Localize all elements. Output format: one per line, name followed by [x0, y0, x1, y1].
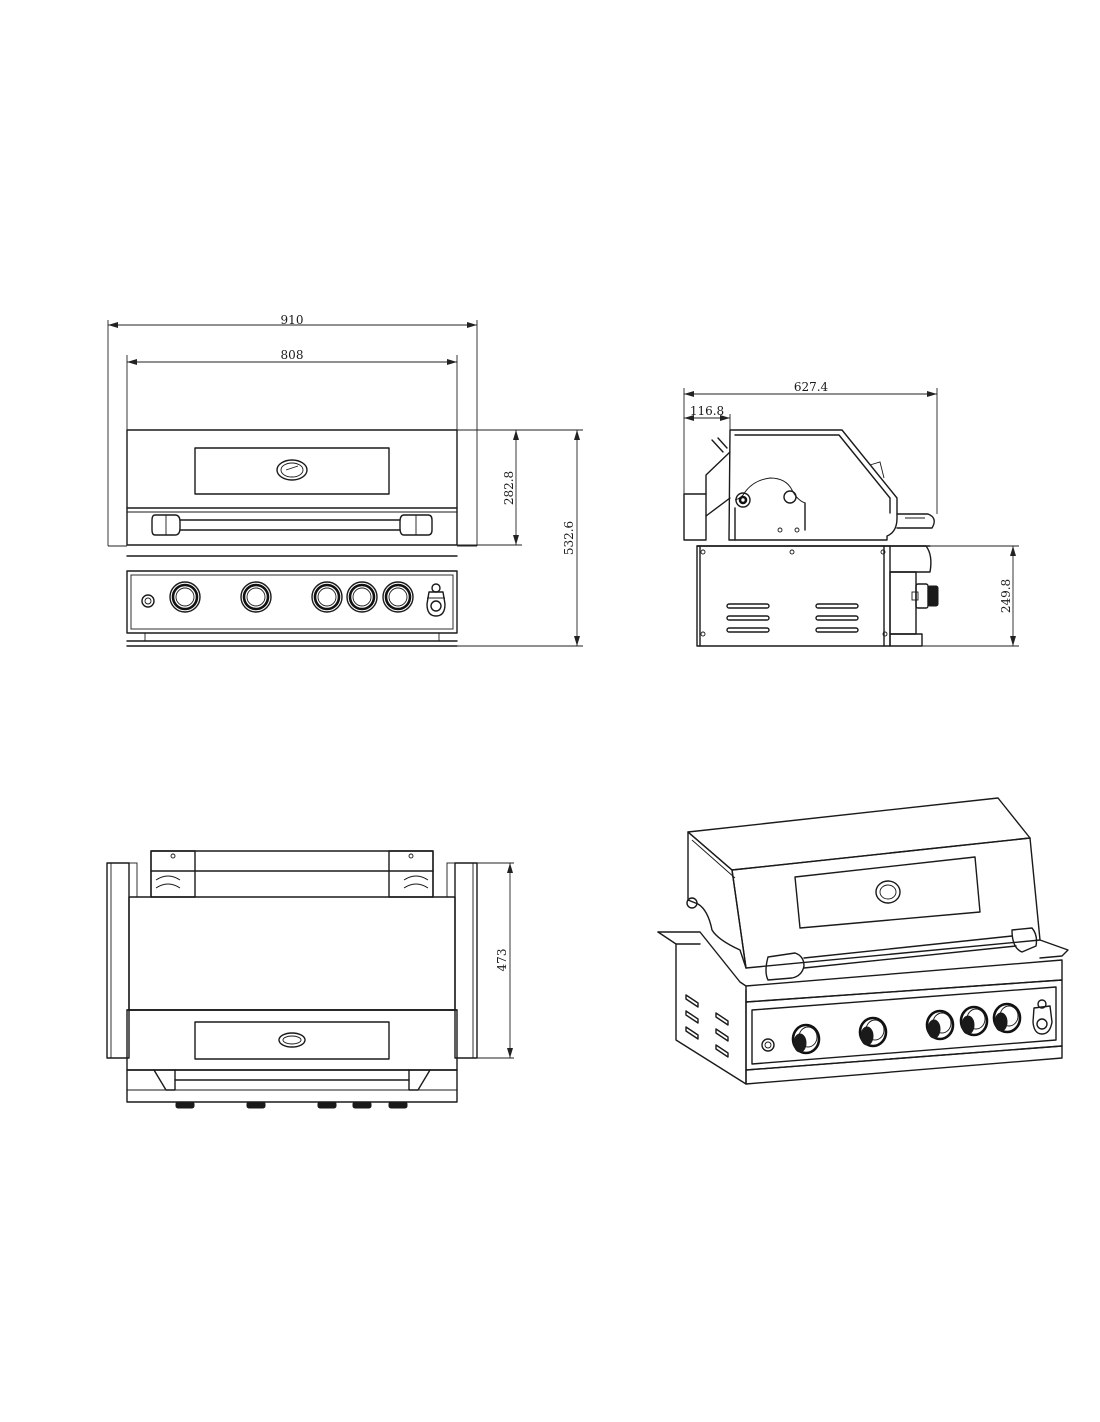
iso-lid [687, 797, 1031, 871]
front-hood [126, 429, 458, 546]
front-control-panel [126, 570, 458, 634]
igniter-button-icon [761, 1038, 775, 1052]
thermometer-icon [875, 880, 901, 904]
handle-icon [765, 927, 1038, 981]
dimension-side-depth: 627.4 [794, 380, 829, 394]
knob-icon [858, 1016, 888, 1048]
knob-icon [169, 581, 201, 613]
knob-icon [992, 1002, 1022, 1034]
igniter-button-icon [141, 594, 155, 608]
front-hood-window [194, 447, 390, 495]
knob-icon [959, 1005, 989, 1037]
side-view: 627.4 116.8 249.8 [683, 380, 1019, 647]
side-hood [728, 429, 898, 541]
knob-icon [915, 583, 939, 609]
knob-icon [925, 1009, 955, 1041]
knob-icon [240, 581, 272, 613]
vent-slots-icon [685, 994, 729, 1058]
dimension-side-offset: 116.8 [690, 404, 724, 418]
iso-lid-window [794, 856, 981, 929]
top-hood-window [194, 1021, 390, 1060]
bottle-opener-icon [1032, 999, 1053, 1035]
knob-icon [346, 581, 378, 613]
bottle-opener-icon [426, 583, 446, 617]
knob-icon [382, 581, 414, 613]
top-view: 473 [106, 850, 514, 1109]
knob-icon [791, 1023, 821, 1055]
dimension-front-overall-width: 910 [281, 313, 304, 327]
dimension-front-hood-height: 282.8 [502, 471, 516, 505]
vent-slots-icon [726, 603, 859, 633]
dimension-side-body-height: 249.8 [999, 579, 1013, 613]
dimension-top-depth: 473 [495, 949, 509, 972]
knob-icon [311, 581, 343, 613]
knob-icon [175, 1101, 408, 1109]
thermometer-icon [276, 459, 308, 481]
thermometer-icon [278, 1032, 306, 1048]
side-body [696, 545, 891, 647]
top-hood [128, 896, 456, 1011]
isometric-view [657, 797, 1069, 1085]
dimension-front-hood-width: 808 [281, 348, 304, 362]
front-view: 910 808 282.8 532.6 [107, 313, 583, 647]
handle-icon [151, 514, 433, 536]
dimension-front-total-height: 532.6 [562, 521, 576, 555]
